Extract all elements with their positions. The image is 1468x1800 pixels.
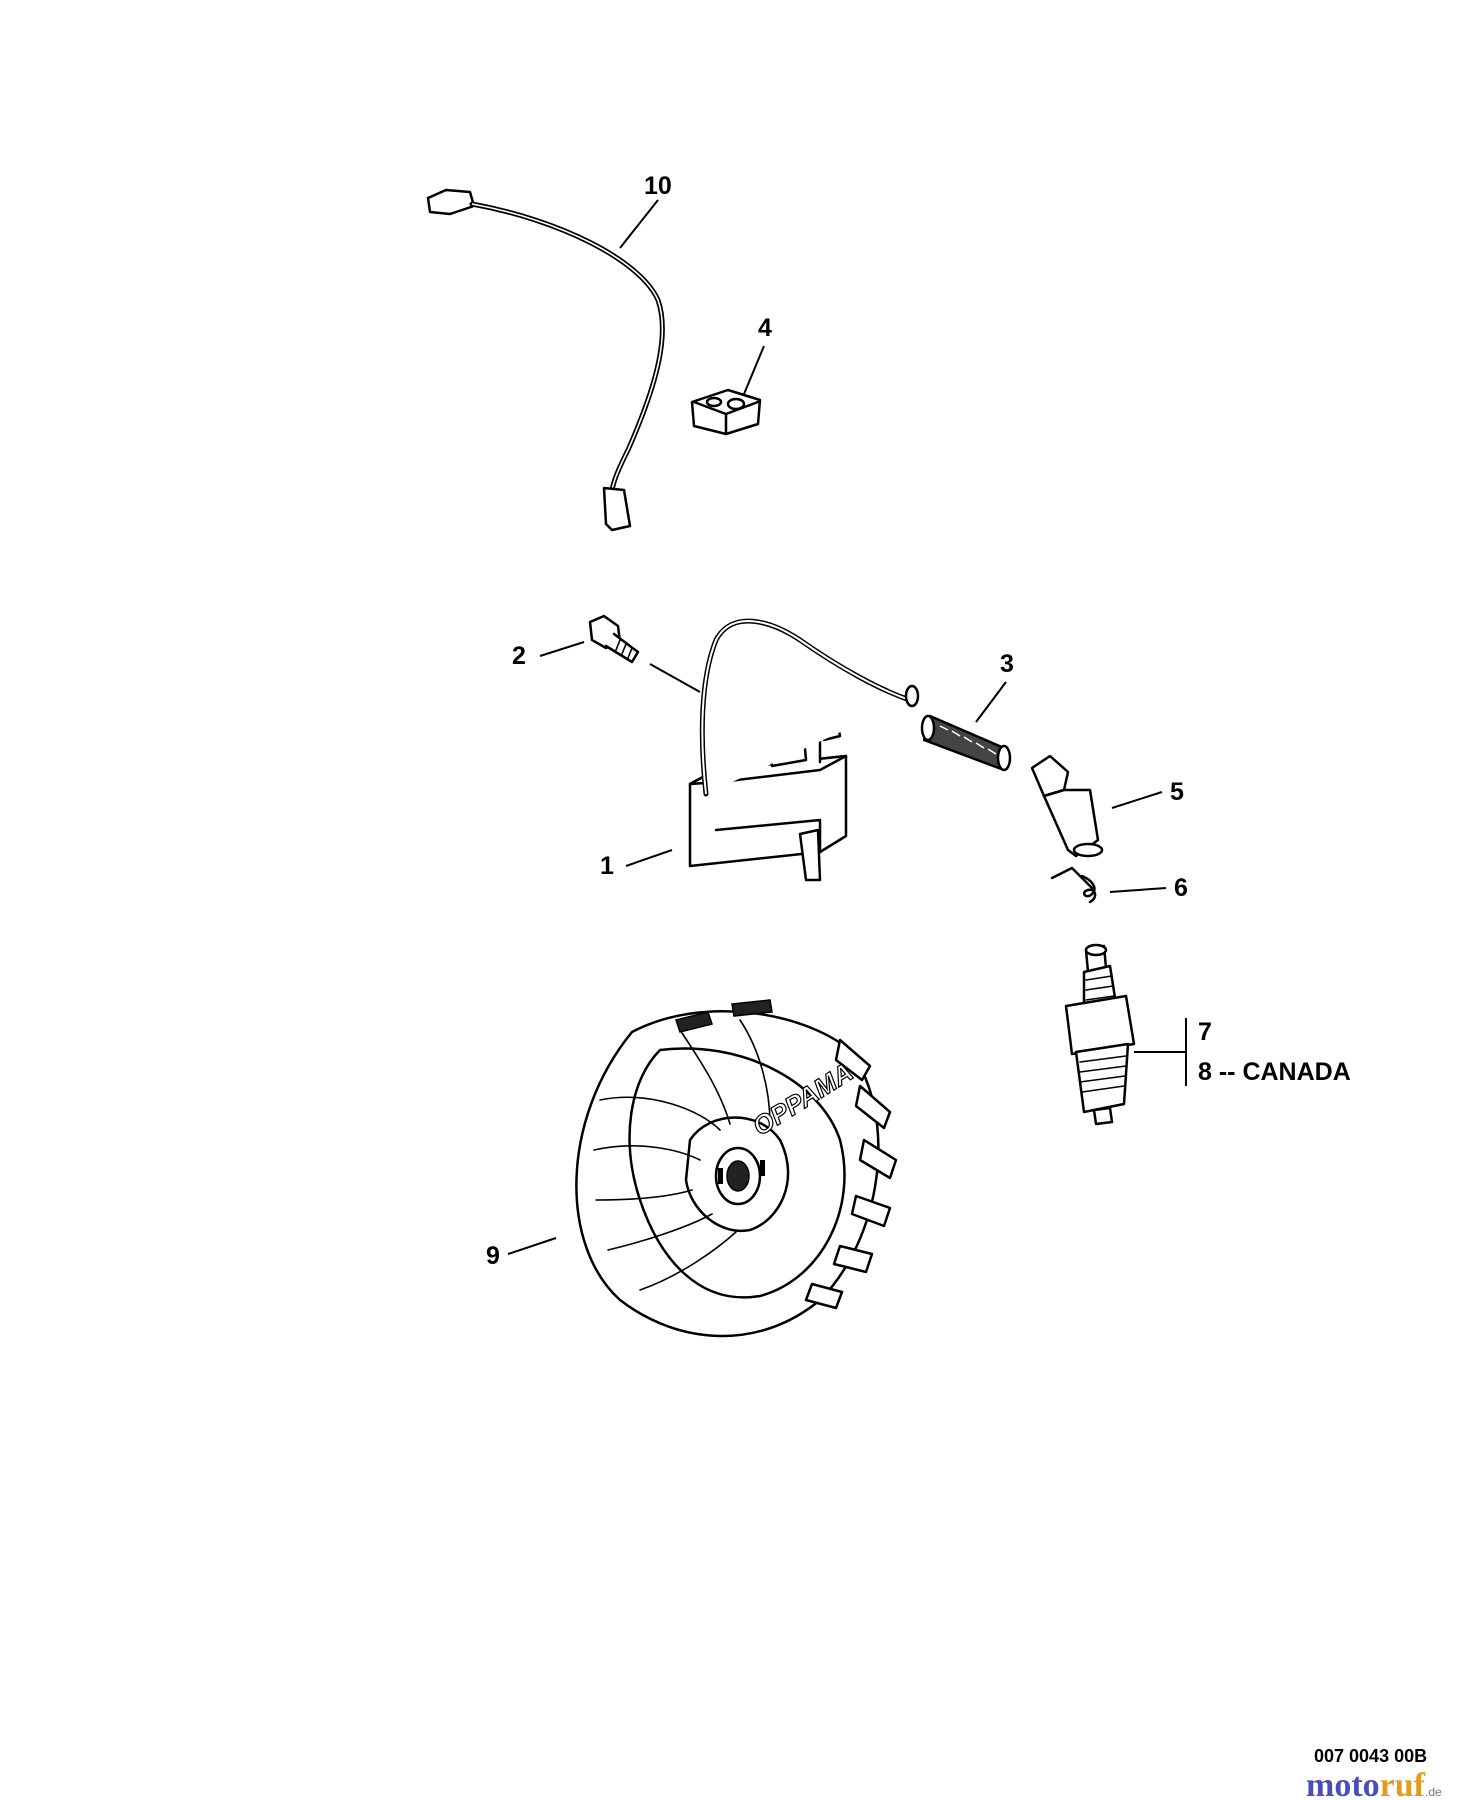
spark-plug-boot-part-5 xyxy=(1030,754,1104,858)
svg-text:6: 6 xyxy=(1174,874,1188,902)
callout-2: 2 xyxy=(512,641,585,670)
callout-6: 6 xyxy=(1109,874,1188,902)
svg-text:2: 2 xyxy=(512,642,526,670)
callout-1: 1 xyxy=(600,849,673,880)
drawing-number: 007 0043 00B xyxy=(1314,1746,1427,1766)
svg-text:5: 5 xyxy=(1170,778,1184,806)
ignition-coil-part-1 xyxy=(688,618,920,882)
svg-text:10: 10 xyxy=(644,172,672,200)
svg-text:3: 3 xyxy=(1000,650,1014,678)
spark-plug-part-7-8 xyxy=(1064,943,1136,1126)
screw-part-2 xyxy=(588,614,640,664)
svg-text:1: 1 xyxy=(600,852,614,880)
svg-text:4: 4 xyxy=(758,314,772,342)
callout-3: 3 xyxy=(975,650,1014,723)
leader-2-to-coil xyxy=(649,663,701,693)
callout-5: 5 xyxy=(1111,778,1184,809)
svg-text:8 -- CANADA: 8 -- CANADA xyxy=(1198,1058,1351,1086)
ground-wire-part-10 xyxy=(426,188,665,532)
spring-clip-part-6 xyxy=(1050,866,1097,904)
grommet-part-4 xyxy=(690,388,762,436)
spring-part-3 xyxy=(920,714,1012,772)
callout-9: 9 xyxy=(486,1237,557,1270)
callout-10: 10 xyxy=(619,172,672,249)
callout-4: 4 xyxy=(743,314,772,395)
flywheel-part-9: OPPAMA xyxy=(575,999,898,1338)
watermark-logo: motoruf.de xyxy=(1306,1767,1442,1800)
callout-7-8: 7 8 -- CANADA xyxy=(1134,1018,1351,1086)
svg-text:9: 9 xyxy=(486,1242,500,1270)
svg-text:7: 7 xyxy=(1198,1018,1212,1046)
svg-text:motoruf.de: motoruf.de xyxy=(1306,1767,1442,1800)
